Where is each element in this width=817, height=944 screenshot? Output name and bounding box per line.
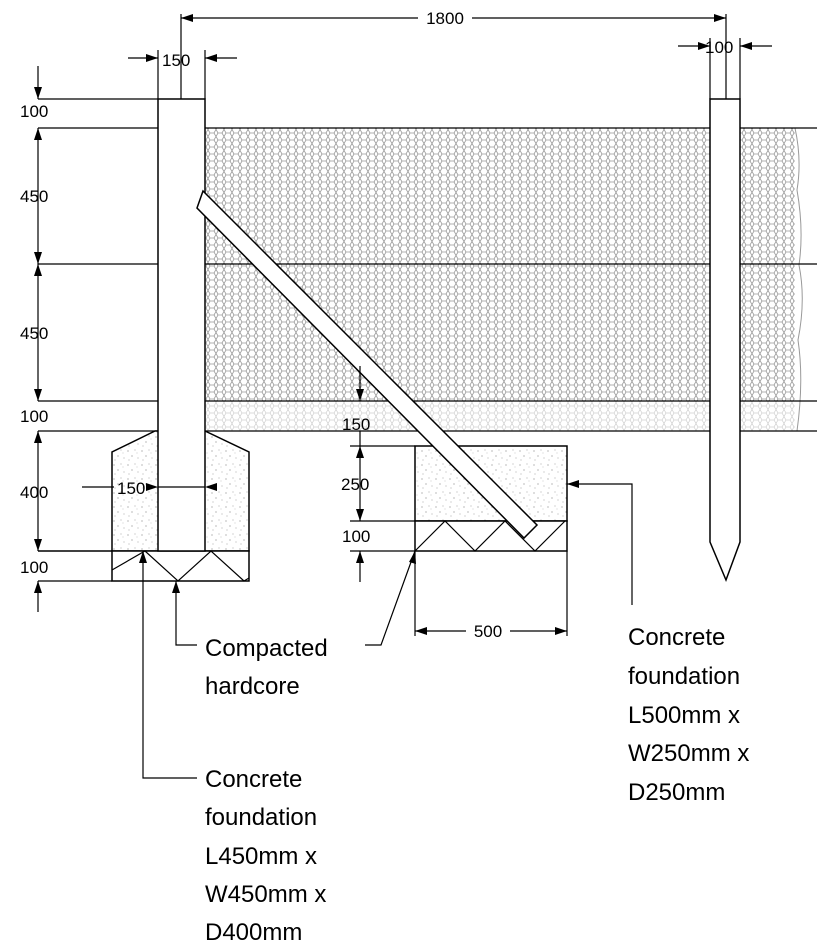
note-hardcore: Compacted hardcore [205,635,328,700]
svg-text:L450mm x: L450mm x [205,843,317,870]
svg-text:D400mm: D400mm [205,919,302,944]
note-post-foundation: Concrete foundation L450mm x W450mm x D4… [205,766,326,944]
dim-footing-hardcore-label: 100 [20,558,48,577]
svg-text:hardcore: hardcore [205,673,300,700]
svg-text:foundation: foundation [205,804,317,831]
dim-right-post-width [678,38,772,99]
dim-left-post-width [128,50,237,99]
left-post [157,98,206,552]
dim-lower-mesh-label: 450 [20,324,48,343]
dim-right-post-width-label: 100 [705,38,733,57]
note-strut-foundation: Concrete foundation L500mm x W250mm x D2… [628,624,749,806]
dim-footing-depth-label: 400 [20,483,48,502]
svg-text:Concrete: Concrete [628,624,725,651]
dim-footing-post-width [82,483,217,491]
diagonal-strut [196,189,539,540]
svg-text:W450mm x: W450mm x [205,881,326,908]
svg-text:W250mm x: W250mm x [628,740,749,767]
svg-text:L500mm x: L500mm x [628,702,740,729]
svg-text:D250mm: D250mm [628,779,725,806]
dim-left-chain [34,66,158,612]
dim-left-post-width-label: 150 [162,51,190,70]
dim-strut-block-length [414,551,568,636]
dim-post-spacing-label: 1800 [426,9,464,28]
dim-strut-chain [350,366,415,582]
dim-strut-block-depth-label: 250 [341,475,369,494]
right-post [709,98,741,583]
leader-lines [139,480,633,779]
dim-footing-post-width-label: 150 [117,479,145,498]
strut-foundation [414,445,568,552]
dim-post-spacing [180,14,727,99]
dim-top-clearance-label: 100 [20,102,48,121]
dim-ground-clearance-label: 100 [20,407,48,426]
dim-strut-clearance-label: 150 [342,415,370,434]
dim-strut-hardcore-label: 100 [342,527,370,546]
svg-text:Compacted: Compacted [205,635,328,662]
svg-text:foundation: foundation [628,663,740,690]
dim-upper-mesh-label: 450 [20,187,48,206]
svg-text:Concrete: Concrete [205,766,302,793]
dim-strut-block-length-label: 500 [474,622,502,641]
